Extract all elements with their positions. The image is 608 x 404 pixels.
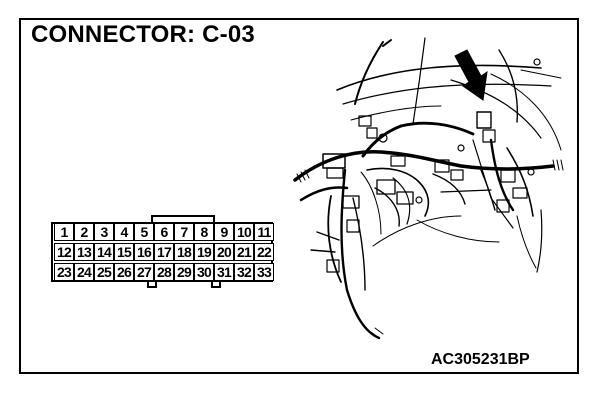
connector-pin: 27	[134, 263, 154, 281]
connector-pin: 15	[114, 243, 134, 261]
connector-pin: 31	[214, 263, 234, 281]
connector-pin: 1	[54, 223, 74, 241]
connector-pin: 17	[154, 243, 174, 261]
connector-pin: 2	[74, 223, 94, 241]
connector-pin: 22	[254, 243, 274, 261]
connector-pin: 23	[54, 263, 74, 281]
connector-pin: 29	[174, 263, 194, 281]
figure-identifier: AC305231BP	[431, 351, 530, 368]
connector-pin: 18	[174, 243, 194, 261]
connector-pin: 26	[114, 263, 134, 281]
connector-foot-right	[211, 280, 221, 288]
connector-pin: 30	[194, 263, 214, 281]
connector-pin: 25	[94, 263, 114, 281]
connector-pin: 8	[194, 223, 214, 241]
connector-pin: 7	[174, 223, 194, 241]
connector-pin: 10	[234, 223, 254, 241]
connector-pin: 19	[194, 243, 214, 261]
connector-pin: 33	[254, 263, 274, 281]
connector-pin: 5	[134, 223, 154, 241]
wiring-harness-illustration	[293, 37, 564, 340]
connector-pin: 6	[154, 223, 174, 241]
connector-pin: 4	[114, 223, 134, 241]
connector-pin: 3	[94, 223, 114, 241]
connector-pin: 32	[234, 263, 254, 281]
connector-pin: 21	[234, 243, 254, 261]
connector-pin: 24	[74, 263, 94, 281]
connector-pin: 11	[254, 223, 274, 241]
connector-title: CONNECTOR: C-03	[31, 21, 255, 48]
connector-pin: 20	[214, 243, 234, 261]
connector-foot-left	[147, 280, 157, 288]
connector-pin: 12	[54, 243, 74, 261]
connector-pin: 28	[154, 263, 174, 281]
connector-pin: 9	[214, 223, 234, 241]
connector-lock-tab-top	[151, 215, 215, 224]
connector-pin: 14	[94, 243, 114, 261]
location-arrow-icon	[454, 49, 488, 101]
connector-pin: 13	[74, 243, 94, 261]
connector-pin: 16	[134, 243, 154, 261]
